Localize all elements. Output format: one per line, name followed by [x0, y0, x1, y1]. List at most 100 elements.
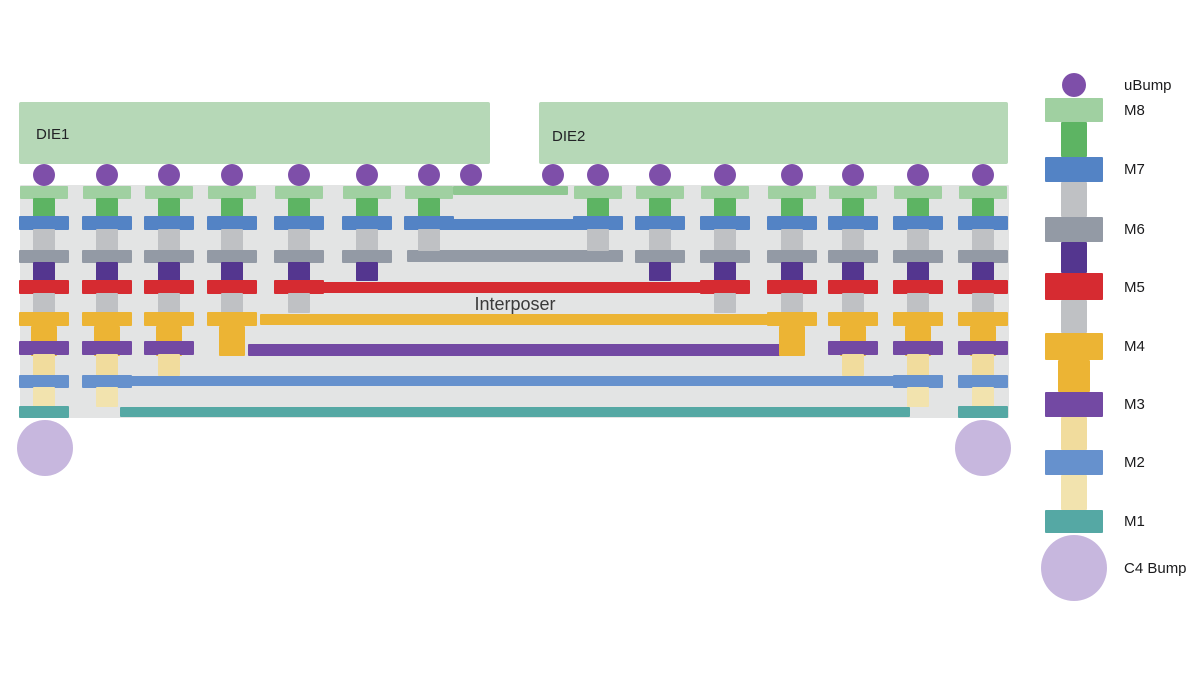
- legend-swatch-9-circle: [1041, 535, 1107, 601]
- column-14-m4t-bar: [958, 312, 1008, 326]
- column-8-m8-bar: [574, 186, 622, 199]
- column-4-m7-bar: [207, 216, 257, 230]
- ubump-4: [221, 164, 243, 186]
- m2-routing-line: [100, 376, 920, 386]
- legend-label-m5: M5: [1124, 279, 1145, 296]
- column-9-m6-bar: [635, 250, 685, 263]
- column-10-v6-via: [714, 262, 736, 281]
- column-9-m8-bar: [636, 186, 684, 199]
- column-1-m7-bar: [19, 216, 69, 230]
- column-13-m3-bar: [893, 341, 943, 355]
- legend-label-m1: M1: [1124, 513, 1145, 530]
- column-6-m6-bar: [342, 250, 392, 263]
- column-11-m6-bar: [767, 250, 817, 263]
- legend-label-ubump: uBump: [1124, 77, 1172, 94]
- ubump-3: [158, 164, 180, 186]
- column-13-v2-via: [907, 387, 929, 407]
- column-13-m7-bar: [893, 216, 943, 230]
- column-11-v7-via: [781, 229, 803, 251]
- die1: [19, 102, 490, 164]
- diagram-shapes: [17, 102, 1011, 476]
- column-10-v8-via: [714, 198, 736, 218]
- m1-routing-line: [120, 407, 910, 417]
- column-11-v8-via: [781, 198, 803, 218]
- column-5-v6-via: [288, 262, 310, 281]
- legend-swatch-1-via: [1061, 122, 1087, 157]
- column-4-m4t-bar: [207, 312, 257, 326]
- ubump-14: [842, 164, 864, 186]
- legend-swatch-1-bar: [1045, 98, 1103, 122]
- legend-swatch-8-bar: [1045, 510, 1103, 533]
- column-1-v2-via: [33, 387, 55, 407]
- column-12-m6-bar: [828, 250, 878, 263]
- column-10-v5-via: [714, 293, 736, 313]
- legend-label-m6: M6: [1124, 221, 1145, 238]
- column-5-m6-bar: [274, 250, 324, 263]
- column-10-m8-bar: [701, 186, 749, 199]
- column-2-m7-bar: [82, 216, 132, 230]
- column-12-m4t-bar: [828, 312, 878, 326]
- m6-routing-line: [407, 250, 623, 262]
- ubump-13: [781, 164, 803, 186]
- column-8-m7-bar: [573, 216, 623, 230]
- legend-label-m4: M4: [1124, 338, 1145, 355]
- column-2-m8-bar: [83, 186, 131, 199]
- column-14-m7-bar: [958, 216, 1008, 230]
- column-13-m4t-bar: [893, 312, 943, 326]
- column-12-m7-bar: [828, 216, 878, 230]
- column-13-m8-bar: [894, 186, 942, 199]
- column-7-m7-bar: [404, 216, 454, 230]
- legend-swatch-5-via: [1058, 360, 1090, 392]
- m8-bridge-strip: [453, 186, 568, 195]
- column-3-v7-via: [158, 229, 180, 251]
- column-4-v5-via: [221, 293, 243, 313]
- column-2-m4t-bar: [82, 312, 132, 326]
- column-1-m4t-bar: [19, 312, 69, 326]
- column-9-v7-via: [649, 229, 671, 251]
- column-6-v6-via: [356, 262, 378, 281]
- column-3-m6-bar: [144, 250, 194, 263]
- m3-routing-line: [248, 344, 783, 356]
- column-5-m5-bar: [274, 280, 324, 294]
- column-2-m6-bar: [82, 250, 132, 263]
- column-11-m5-bar: [767, 280, 817, 294]
- column-14-m5-bar: [958, 280, 1008, 294]
- column-14-v7-via: [972, 229, 994, 251]
- legend: uBump M8 M7 M6 M5 M4 M3 M2 M1 C4 Bump: [1124, 77, 1187, 577]
- column-12-m8-bar: [829, 186, 877, 199]
- column-5-v8-via: [288, 198, 310, 218]
- ubump-7: [418, 164, 440, 186]
- column-7-v8-via: [418, 198, 440, 218]
- legend-swatch-2-bar: [1045, 157, 1103, 182]
- column-2-v8-via: [96, 198, 118, 218]
- legend-swatch-7-via: [1061, 475, 1087, 510]
- ubump-9: [542, 164, 564, 186]
- column-3-m3-bar: [144, 341, 194, 355]
- column-11-m4t-bar: [767, 312, 817, 326]
- column-7-m8-bar: [405, 186, 453, 199]
- column-6-v8-via: [356, 198, 378, 218]
- legend-swatch-5-bar: [1045, 333, 1103, 360]
- column-2-v6-via: [96, 262, 118, 281]
- column-8-v7-via: [587, 229, 609, 251]
- column-1-v7-via: [33, 229, 55, 251]
- legend-label-m8: M8: [1124, 102, 1145, 119]
- legend-label-m3: M3: [1124, 396, 1145, 413]
- column-2-v5-via: [96, 293, 118, 313]
- column-13-m2-bar: [893, 375, 943, 388]
- column-10-m7-bar: [700, 216, 750, 230]
- column-1-m1-bar: [19, 406, 69, 418]
- column-4-m5-bar: [207, 280, 257, 294]
- column-11-v5-via: [781, 293, 803, 313]
- column-1-v6-via: [33, 262, 55, 281]
- column-11-m7-bar: [767, 216, 817, 230]
- legend-swatch-6-via: [1061, 417, 1087, 450]
- column-3-m7-bar: [144, 216, 194, 230]
- column-13-m5-bar: [893, 280, 943, 294]
- column-2-m5-bar: [82, 280, 132, 294]
- column-4-m8-bar: [208, 186, 256, 199]
- interposer-body: [20, 185, 1009, 418]
- m4-routing-line: [260, 314, 770, 325]
- column-14-m8-bar: [959, 186, 1007, 199]
